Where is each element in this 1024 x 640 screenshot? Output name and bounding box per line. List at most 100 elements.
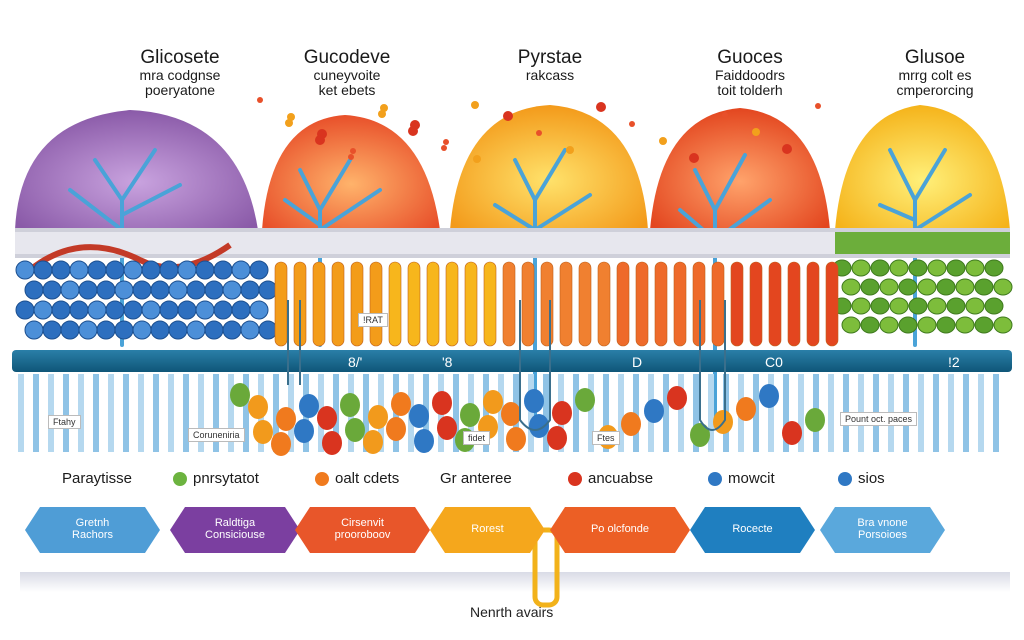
stripe xyxy=(48,374,54,452)
blue-cell xyxy=(177,260,197,280)
blue-cell xyxy=(168,280,188,300)
legend-label-1: Paraytisse xyxy=(62,470,133,487)
blue-cell xyxy=(150,320,170,340)
blue-cell xyxy=(195,300,215,320)
stripe xyxy=(93,374,99,452)
tube xyxy=(654,261,668,347)
blue-cell xyxy=(213,260,233,280)
step-shape-4 xyxy=(430,507,545,553)
pellet xyxy=(414,429,434,453)
green-cell xyxy=(993,278,1013,296)
column-title-2-sub: cuneyvoite xyxy=(313,66,381,83)
floating-dot xyxy=(441,145,447,151)
green-cell xyxy=(927,259,947,277)
green-cell xyxy=(955,316,975,334)
step-1-line1: Gretnh xyxy=(75,517,110,530)
stripe xyxy=(828,374,834,452)
legend-label-7: sios xyxy=(858,470,885,487)
floating-dot xyxy=(782,144,792,154)
pellet xyxy=(524,389,544,413)
blue-cell xyxy=(51,260,71,280)
pellet xyxy=(667,386,687,410)
green-cell xyxy=(984,259,1004,277)
blue-cell xyxy=(42,320,62,340)
blue-cell xyxy=(24,320,44,340)
floating-dot xyxy=(689,153,699,163)
floating-dot xyxy=(503,111,513,121)
pellet xyxy=(506,427,526,451)
floating-dot xyxy=(443,139,449,145)
green-cell xyxy=(984,297,1004,315)
floating-dot xyxy=(473,155,481,163)
blue-cell xyxy=(24,280,44,300)
column-title-2: Gucodeve cuneyvoite ket ebets xyxy=(262,48,432,97)
column-title-4-sub: Faiddoodrs xyxy=(714,66,786,83)
pellet xyxy=(317,406,337,430)
stripe xyxy=(753,374,759,452)
tube xyxy=(749,261,763,347)
column-title-5-sub: mrrg colt es xyxy=(898,66,972,83)
floating-dot xyxy=(257,97,263,103)
tube xyxy=(331,261,345,347)
pellet xyxy=(736,397,756,421)
green-cell xyxy=(936,316,956,334)
blue-cell xyxy=(132,280,152,300)
tube xyxy=(540,261,554,347)
blue-cell xyxy=(222,280,242,300)
pellet xyxy=(529,414,549,438)
step-shape-1 xyxy=(25,507,160,553)
blue-cell xyxy=(42,280,62,300)
blue-cell xyxy=(123,300,143,320)
floating-dot xyxy=(315,135,325,145)
tube xyxy=(806,261,820,347)
pellet xyxy=(386,417,406,441)
step-4: Rorest xyxy=(445,507,530,553)
green-cell xyxy=(974,278,994,296)
step-2-line2: Consiciouse xyxy=(205,529,265,541)
tube xyxy=(521,261,535,347)
legend-label-5: ancuabse xyxy=(588,470,654,487)
stripe xyxy=(933,374,939,452)
green-cell xyxy=(917,316,937,334)
stripe xyxy=(228,374,234,452)
legend-dot-red-icon xyxy=(568,471,582,486)
stripe xyxy=(213,374,219,452)
blue-cell xyxy=(60,320,80,340)
pellet xyxy=(345,418,365,442)
tube xyxy=(635,261,649,347)
step-7-line2: Porsoioes xyxy=(858,529,907,541)
pellet xyxy=(432,391,452,415)
blue-cell xyxy=(141,260,161,280)
step-6: Rocecte xyxy=(705,507,800,553)
legend-label-3: oalt cdets xyxy=(335,470,400,487)
legend-item-2: pnrsytatot xyxy=(173,470,259,487)
blue-cell xyxy=(15,300,35,320)
green-cell xyxy=(965,259,985,277)
green-cell xyxy=(993,316,1013,334)
legend-label-2: pnrsytatot xyxy=(193,470,259,487)
stripe xyxy=(198,374,204,452)
blue-cell xyxy=(87,300,107,320)
pellet xyxy=(322,431,342,455)
step-shape-7 xyxy=(820,507,945,553)
stripe xyxy=(603,374,609,452)
stripe xyxy=(663,374,669,452)
legend-label-4: Gr anteree xyxy=(440,470,512,487)
pellet xyxy=(409,404,429,428)
stripe xyxy=(183,374,189,452)
blue-cell xyxy=(240,280,260,300)
pellet xyxy=(276,407,296,431)
column-title-5-main: Glusoe xyxy=(904,47,966,68)
floating-dot xyxy=(378,110,386,118)
floating-dot xyxy=(659,137,667,145)
blue-cell xyxy=(258,280,278,300)
pellet xyxy=(483,390,503,414)
stripe xyxy=(798,374,804,452)
legend-item-1: Paraytisse xyxy=(62,470,132,487)
column-title-3-sub: rakcass xyxy=(525,66,575,83)
blue-cell xyxy=(231,260,251,280)
legend-item-5: ancuabse xyxy=(568,470,653,487)
